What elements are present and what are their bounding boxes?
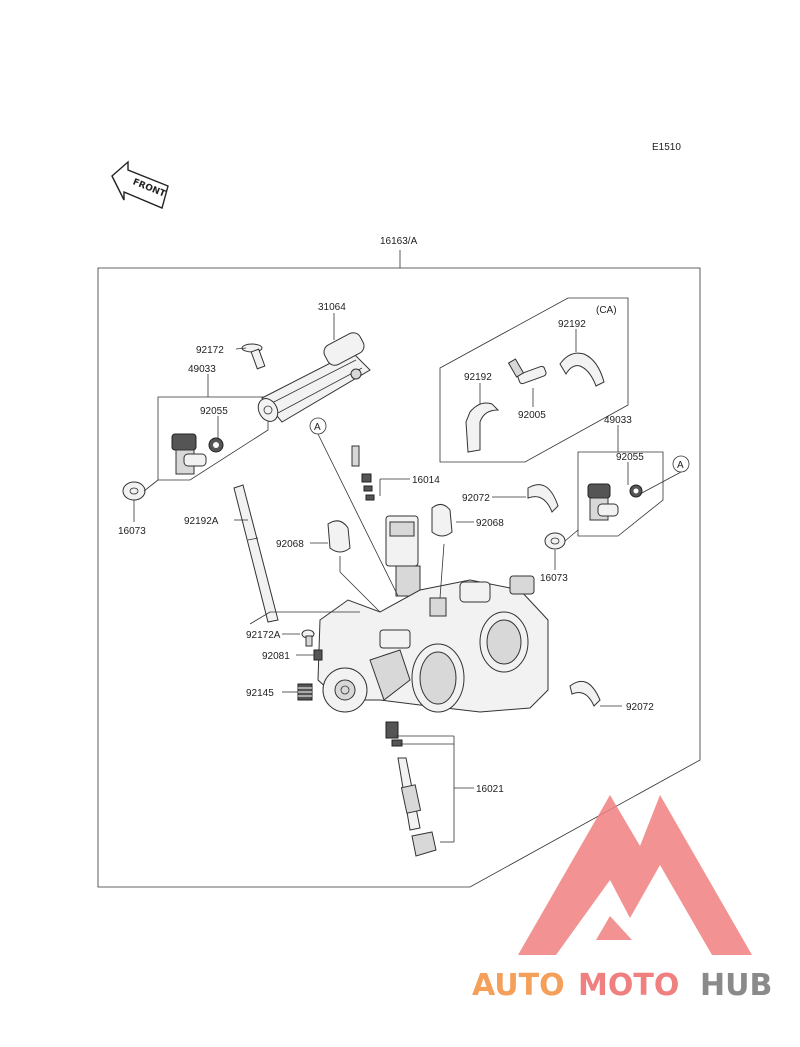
hose-92192A bbox=[233, 484, 279, 623]
left-injector-box bbox=[157, 396, 269, 481]
idle-adjuster-16021 bbox=[385, 721, 437, 857]
watermark-logo bbox=[518, 795, 752, 955]
label-92081: 92081 bbox=[262, 651, 290, 662]
ca-subframe bbox=[439, 297, 629, 463]
label-92172: 92172 bbox=[196, 345, 224, 356]
diagram-code: E1510 bbox=[652, 142, 681, 153]
label-92005: 92005 bbox=[518, 410, 546, 421]
watermark-moto: MOTO bbox=[578, 968, 679, 1003]
clamp-top bbox=[527, 484, 559, 513]
watermark-text: AUTO MOTO HUB bbox=[472, 968, 772, 1003]
label-92172A: 92172A bbox=[246, 630, 281, 641]
joint-92005 bbox=[507, 358, 547, 385]
label-92068-left: 92068 bbox=[276, 539, 304, 550]
label-92068-right: 92068 bbox=[476, 518, 504, 529]
watermark-auto: AUTO bbox=[472, 968, 565, 1003]
leader-lines bbox=[133, 313, 682, 843]
o-ring-left bbox=[208, 437, 224, 453]
ca-label: (CA) bbox=[596, 305, 617, 316]
assembly-frame bbox=[97, 267, 701, 888]
cap-right bbox=[431, 504, 453, 537]
callout-a-right: A bbox=[672, 455, 690, 473]
assembly-label: 16163/A bbox=[380, 236, 418, 247]
label-16073-left: 16073 bbox=[118, 526, 146, 537]
label-92055-right: 92055 bbox=[616, 452, 644, 463]
injector-left bbox=[171, 433, 207, 475]
spring-92081 bbox=[313, 649, 323, 661]
spring-92145 bbox=[297, 683, 313, 701]
label-92072-top: 92072 bbox=[462, 493, 490, 504]
throttle-body bbox=[317, 575, 549, 713]
screw-92172A bbox=[301, 629, 315, 647]
label-92055-left: 92055 bbox=[200, 406, 228, 417]
label-92192-top: 92192 bbox=[558, 319, 586, 330]
watermark-hub: HUB bbox=[700, 968, 772, 1003]
cap-left bbox=[327, 520, 351, 553]
label-16014: 16014 bbox=[412, 475, 440, 486]
label-49033-left: 49033 bbox=[188, 364, 216, 375]
right-injector-box bbox=[577, 451, 664, 537]
label-92145: 92145 bbox=[246, 688, 274, 699]
screw-92172 bbox=[241, 343, 266, 370]
sensor-parts-16014 bbox=[351, 445, 421, 597]
svg-text:A: A bbox=[314, 422, 321, 433]
svg-text:A: A bbox=[677, 460, 684, 471]
o-ring-right bbox=[629, 484, 643, 498]
label-92192-left: 92192 bbox=[464, 372, 492, 383]
delivery-pipe bbox=[257, 332, 371, 423]
clamp-bottom bbox=[569, 680, 601, 707]
hose-92192-ca-top bbox=[559, 352, 605, 387]
label-49033-right: 49033 bbox=[604, 415, 632, 426]
washer-right bbox=[544, 532, 566, 550]
label-92192A: 92192A bbox=[184, 516, 219, 527]
label-92072-bottom: 92072 bbox=[626, 702, 654, 713]
label-16073-right: 16073 bbox=[540, 573, 568, 584]
injector-right bbox=[587, 483, 619, 521]
washer-left bbox=[122, 481, 146, 501]
label-31064: 31064 bbox=[318, 302, 346, 313]
callout-a-left: A bbox=[309, 417, 327, 435]
label-16021: 16021 bbox=[476, 784, 504, 795]
hose-92192-ca-left bbox=[465, 402, 500, 453]
front-arrow-icon: FRONT bbox=[111, 160, 169, 209]
